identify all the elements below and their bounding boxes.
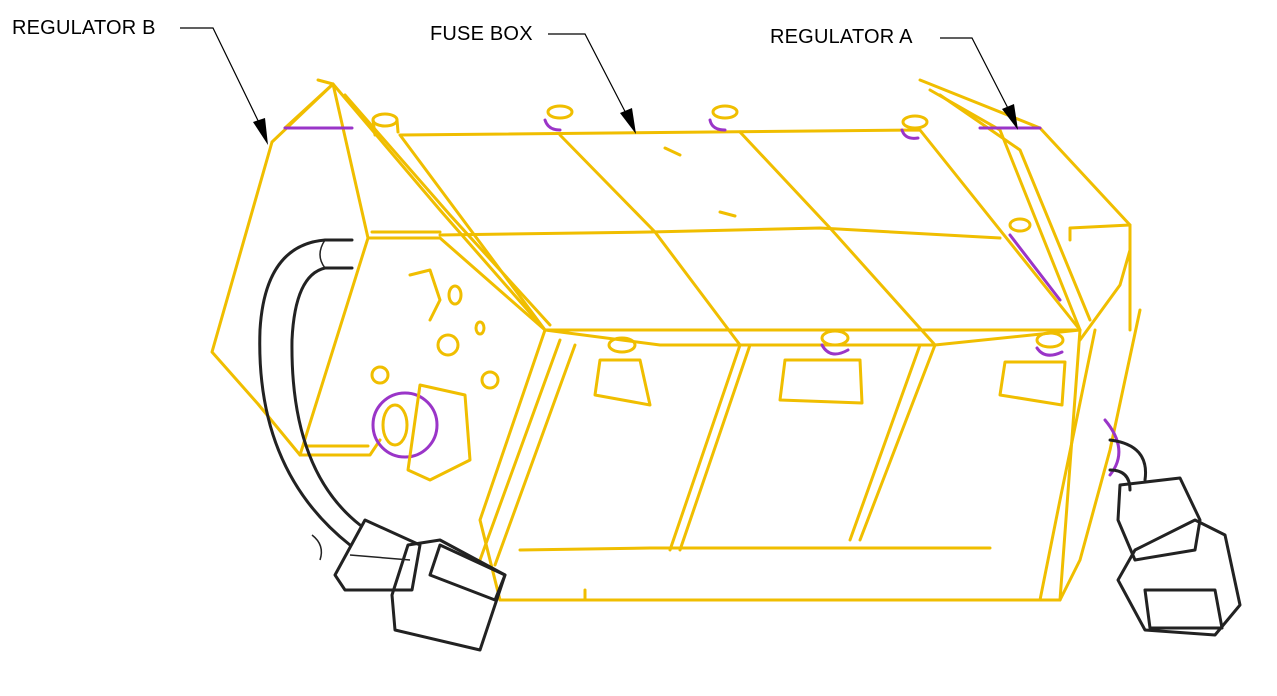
- stud: [998, 331, 1067, 407]
- stud: [778, 329, 864, 405]
- leader-regulator-a: [940, 37, 1018, 130]
- regulator-b-label: REGULATOR B: [12, 17, 156, 39]
- stud: [900, 114, 929, 140]
- leader-regulator-b: [180, 27, 268, 145]
- stud: [543, 104, 574, 132]
- leader-fuse-box: [548, 33, 636, 134]
- fuse-box-body: [371, 104, 1082, 602]
- regulator-a-label: REGULATOR A: [770, 26, 913, 48]
- regulator-b-body: [210, 78, 552, 482]
- regulator-a-connector: [1116, 476, 1242, 637]
- regulator-b-connector: [333, 518, 507, 652]
- regulator-a-cable: [1108, 438, 1148, 492]
- regulator-b-cable: [258, 238, 362, 561]
- fuse-box-label: FUSE BOX: [430, 23, 533, 45]
- stud: [708, 104, 739, 132]
- regulator-a-body: [918, 78, 1142, 602]
- stud: [371, 112, 400, 137]
- stud: [593, 336, 652, 407]
